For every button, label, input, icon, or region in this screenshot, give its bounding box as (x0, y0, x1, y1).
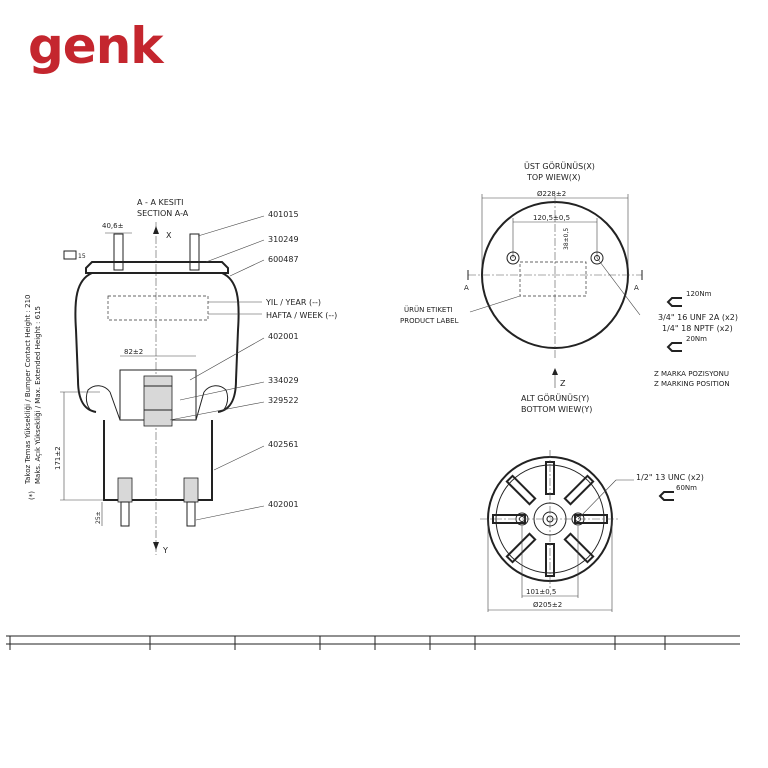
side-note-2: Maks. Açık Yüksekliği / Max. Extended He… (34, 306, 42, 484)
marking-position-tr: Z MARKA POZISYONU (654, 370, 729, 378)
bottom-view-title-tr: ALT GÖRÜNÜS(Y) (521, 393, 589, 403)
marking-position-en: Z MARKING POSITION (654, 380, 730, 388)
product-label-en: PRODUCT LABEL (400, 317, 459, 325)
dim-stud-len: 25± (95, 511, 102, 524)
bottom-view-title-en: BOTTOM WIEW(Y) (521, 405, 592, 414)
section-title-en: SECTION A-A (137, 209, 189, 218)
dim-top-holes: 120,5±0,5 (533, 214, 570, 222)
part-number-3: 600487 (268, 255, 299, 264)
part-number-5: 334029 (268, 376, 299, 385)
genk-logo: genk (28, 17, 164, 75)
part-number-2: 310249 (268, 235, 299, 244)
axis-x-label: X (166, 231, 172, 240)
side-note-star: (*) (28, 491, 36, 500)
dim-height: 171±2 (54, 446, 62, 470)
date-label-year: YIL / YEAR (--) (265, 298, 321, 307)
dim-bottom-holes: 101±0,5 (526, 588, 556, 596)
bottom-thread: 1/2" 13 UNC (x2) (636, 473, 704, 482)
part-number-7: 402561 (268, 440, 299, 449)
top-view-title-en: TOP WIEW(X) (526, 173, 581, 182)
dim-top-diameter: Ø228±2 (537, 190, 566, 198)
section-view: A - A KESITI SECTION A-A X Y 40,6± 15 82… (24, 198, 337, 555)
title-block-strip (6, 635, 740, 650)
dim-stud: 40,6± (102, 222, 124, 230)
section-mark-left: A (464, 284, 469, 292)
part-number-8: 402001 (268, 500, 299, 509)
side-note-1: Takoz Temas Yüksekliği / Bumper Contact … (24, 294, 32, 485)
bottom-torque: 60Nm (676, 484, 697, 492)
thread-3-4-unf: 3/4" 16 UNF 2A (x2) (658, 313, 738, 322)
part-number-6: 329522 (268, 396, 299, 405)
part-number-4: 402001 (268, 332, 299, 341)
torque-120: 120Nm (686, 290, 712, 298)
torque-20: 20Nm (686, 335, 707, 343)
top-view-title-tr: ÜST GÖRÜNÜS(X) (524, 161, 595, 171)
product-label-tr: ÜRÜN ETIKETI (404, 305, 453, 314)
date-label-week: HAFTA / WEEK (--) (266, 311, 337, 320)
section-title-tr: A - A KESITI (137, 198, 183, 207)
section-mark-right: A (634, 284, 639, 292)
thread-1-4-nptf: 1/4" 18 NPTF (x2) (662, 324, 733, 333)
dim-top-offset: 38±0,5 (563, 228, 570, 250)
dim-bottom-diameter: Ø205±2 (533, 601, 562, 609)
dim-piston: 82±2 (124, 348, 143, 356)
flat-box: 15 (78, 253, 86, 260)
part-number-1: 401015 (268, 210, 299, 219)
top-view: ÜST GÖRÜNÜS(X) TOP WIEW(X) Ø228±2 120,5±… (400, 161, 738, 414)
axis-y-label: Y (162, 546, 168, 555)
axis-z-label: Z (560, 379, 566, 388)
bottom-view: 1/2" 13 UNC (x2) 60Nm 101±0,5 Ø205±2 (480, 450, 704, 612)
